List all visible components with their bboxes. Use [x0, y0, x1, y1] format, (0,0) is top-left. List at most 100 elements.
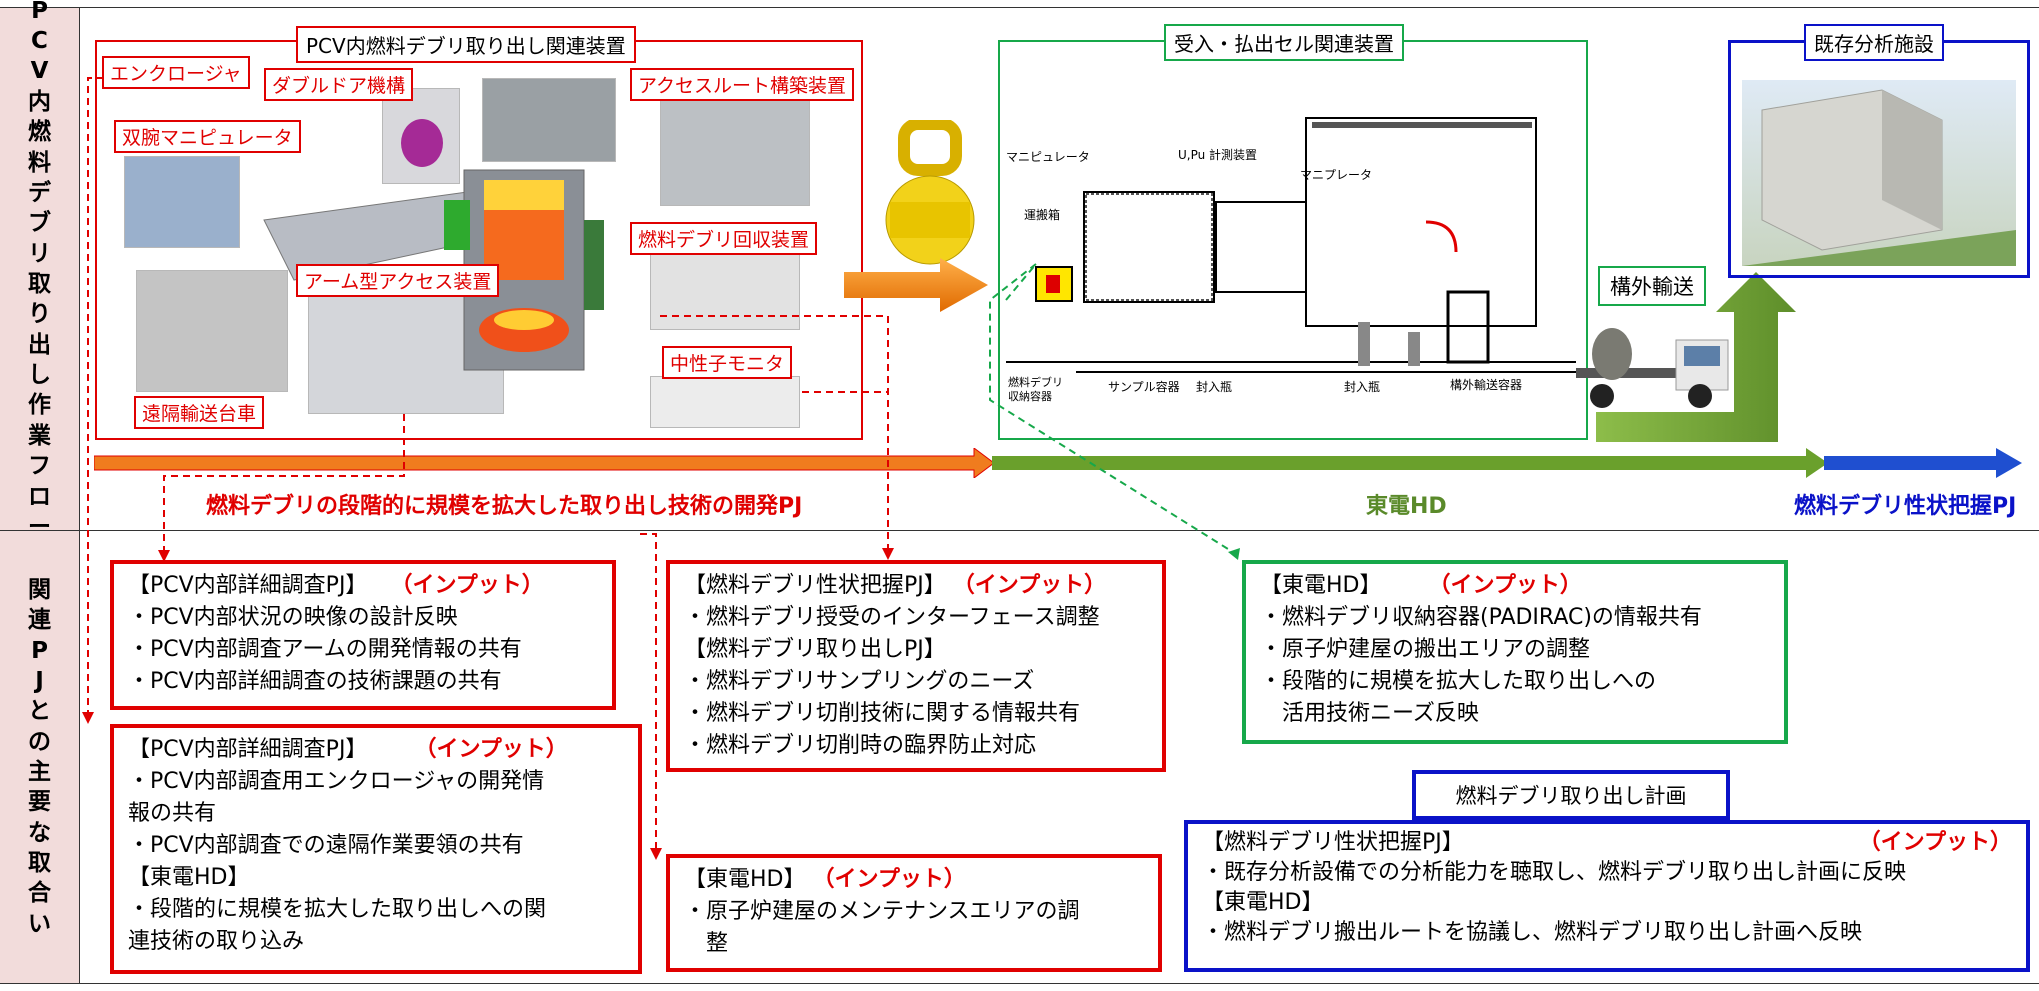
access-route-device-image — [482, 78, 616, 162]
row-label-char: 作 — [28, 392, 51, 419]
transport-label: 構外輸送 — [1610, 275, 1694, 299]
box-header: 【東電HD】 — [1260, 573, 1382, 598]
row-label-char: い — [28, 910, 51, 937]
double-door-disc — [401, 119, 443, 167]
row-label-char: 取 — [28, 850, 51, 877]
tag-double-door: ダブルドア機構 — [264, 68, 414, 101]
cell-label-manipulator1: マニピュレータ — [1006, 150, 1090, 164]
box-line: ・PCV内部調査での遠隔作業要領の共有 — [128, 833, 524, 858]
cell-label-manipulator2: マニプレータ — [1300, 168, 1373, 182]
box-lines: ・PCV内部状況の映像の設計反映・PCV内部調査アームの開発情報の共有・PCV内… — [128, 602, 598, 698]
row-label-char: デ — [28, 179, 51, 206]
box-header2: 【燃料デブリ取り出しPJ】 — [684, 637, 946, 662]
box-debris-property: 【燃料デブリ性状把握PJ】 （インプット） ・燃料デブリ授受のインターフェース調… — [666, 560, 1166, 772]
transport-container-image — [884, 118, 976, 266]
row-label-char: 主 — [28, 759, 51, 785]
box-lines2: ・段階的に規模を拡大した取り出しへの関連技術の取り込み — [128, 894, 624, 958]
top-border — [0, 7, 2039, 8]
row-label-char: り — [28, 301, 51, 328]
bottom-border — [0, 983, 2039, 984]
row-label-char: C — [31, 28, 48, 55]
row-label-char: ロ — [28, 483, 51, 510]
box-pcv-survey-1: 【PCV内部詳細調査PJ】 （インプット） ・PCV内部状況の映像の設計反映・P… — [110, 560, 616, 710]
flow-label-blue: 燃料デブリ性状把握PJ — [1794, 494, 2017, 519]
box-header2: 【東電HD】 — [1202, 890, 1324, 915]
cell-label-seal1: 封入瓶 — [1196, 380, 1233, 394]
row-label-char: と — [28, 698, 51, 725]
row-label-char: P — [31, 637, 48, 664]
cell-label-sample: サンプル容器 — [1108, 380, 1180, 394]
row-label-char: な — [28, 819, 51, 846]
row-label-char: V — [30, 58, 49, 85]
box-lines: ・原子炉建屋のメンテナンスエリアの調 整 — [684, 896, 1144, 960]
box-lines: ・既存分析設備での分析能力を聴取し、燃料デブリ取り出し計画に反映 — [1202, 858, 2012, 888]
tag-neutron-monitor: 中性子モニタ — [662, 346, 793, 379]
row-label-char: フ — [28, 453, 51, 480]
box-pcv-survey-2: 【PCV内部詳細調査PJ】 （インプット） ・PCV内部調査用エンクロージャの開… — [110, 724, 642, 974]
cell-label-seal2: 封入瓶 — [1344, 380, 1381, 394]
transport-label-box: 構外輸送 — [1598, 266, 1706, 306]
flow-label-red: 燃料デブリの段階的に規模を拡大した取り出し技術の開発PJ — [206, 494, 803, 519]
box-extraction-plan: 【燃料デブリ性状把握PJ】 （インプット） ・既存分析設備での分析能力を聴取し、… — [1184, 820, 2030, 972]
tag-debris-recovery: 燃料デブリ回収装置 — [630, 222, 818, 255]
facility-image — [1742, 80, 2016, 266]
box-line: 連技術の取り込み — [128, 929, 305, 954]
box-lines: ・燃料デブリ収納容器(PADIRAC)の情報共有・原子炉建屋の搬出エリアの調整・… — [1260, 602, 1770, 730]
box-line: 報の共有 — [128, 801, 217, 826]
box-lines2: ・燃料デブリ搬出ルートを協議し、燃料デブリ取り出し計画へ反映 — [1202, 918, 2012, 948]
box-line: ・原子炉建屋の搬出エリアの調整 — [1260, 637, 1591, 662]
cell-schematic — [1006, 112, 1580, 412]
box-header2: 【東電HD】 — [128, 865, 250, 890]
box-line: ・燃料デブリ収納容器(PADIRAC)の情報共有 — [1260, 605, 1702, 630]
box-lines: ・PCV内部調査用エンクロージャの開発情報の共有・PCV内部調査での遠隔作業要領… — [128, 766, 624, 862]
row-label-char: リ — [28, 240, 51, 267]
input-badge: （インプット） — [1858, 830, 2012, 855]
tag-remote-cart: 遠隔輸送台車 — [134, 396, 265, 429]
access-route-device-image-2 — [660, 98, 810, 206]
row-label-char: の — [28, 728, 51, 755]
box-header: 【燃料デブリ性状把握PJ】 — [1202, 830, 1464, 855]
input-badge: （インプット） — [1428, 573, 1582, 598]
box-lines2: ・燃料デブリサンプリングのニーズ・燃料デブリ切削技術に関する情報共有・燃料デブリ… — [684, 666, 1148, 762]
row-label-char: 業 — [28, 422, 51, 449]
facility-title: 既存分析施設 — [1804, 24, 1944, 61]
dual-arm-manipulator-image — [124, 156, 240, 248]
input-badge: （インプット） — [952, 573, 1107, 598]
row-label-char: J — [35, 667, 44, 694]
row-label-char: 連 — [28, 607, 51, 634]
neutron-monitor-image — [650, 376, 800, 428]
tag-dual-arm: 双腕マニピュレータ — [114, 120, 301, 153]
box-line: ・燃料デブリ切削時の臨界防止対応 — [684, 733, 1037, 758]
truck-image — [1572, 320, 1732, 416]
cell-label-storage: 燃料デブリ 収納容器 — [1008, 376, 1063, 403]
box-line: 整 — [684, 931, 729, 956]
tag-arm-access: アーム型アクセス装置 — [296, 264, 500, 297]
box-lines: ・燃料デブリ授受のインターフェース調整 — [684, 602, 1148, 634]
orange-arrow — [844, 258, 990, 312]
box-line: ・燃料デブリ授受のインターフェース調整 — [684, 605, 1100, 630]
remote-cart-image — [136, 270, 288, 392]
box-header: 【PCV内部詳細調査PJ】 — [128, 737, 368, 762]
box-tepco-maintenance: 【東電HD】 （インプット） ・原子炉建屋のメンテナンスエリアの調 整 — [666, 854, 1162, 972]
box-line: ・既存分析設備での分析能力を聴取し、燃料デブリ取り出し計画に反映 — [1202, 860, 1907, 885]
flow-arrow — [93, 447, 2024, 479]
box-line: 活用技術ニーズ反映 — [1260, 701, 1479, 726]
box-line: ・PCV内部詳細調査の技術課題の共有 — [128, 669, 502, 694]
row-label-char: 内 — [28, 88, 51, 115]
debris-recovery-image — [650, 252, 800, 330]
box-line: ・段階的に規模を拡大した取り出しへの — [1260, 669, 1657, 694]
tag-access-route: アクセスルート構築装置 — [630, 68, 855, 101]
box-tepco-padirac: 【東電HD】 （インプット） ・燃料デブリ収納容器(PADIRAC)の情報共有・… — [1242, 560, 1788, 744]
row-label-char: 燃 — [28, 119, 51, 146]
box-line: ・原子炉建屋のメンテナンスエリアの調 — [684, 899, 1080, 924]
plan-title-box: 燃料デブリ取り出し計画 — [1412, 770, 1730, 820]
box-line: ・PCV内部状況の映像の設計反映 — [128, 605, 458, 630]
cell-label-offsite-container: 構外輸送容器 — [1450, 378, 1523, 392]
row-label-char: 出 — [28, 331, 51, 358]
box-line: ・PCV内部調査用エンクロージャの開発情 — [128, 769, 545, 794]
row-label-char: 取 — [28, 271, 51, 297]
row-label-char: 料 — [28, 149, 51, 176]
cell-label-carry-box: 運搬箱 — [1024, 208, 1061, 222]
green-up-arrow — [1596, 272, 1796, 442]
